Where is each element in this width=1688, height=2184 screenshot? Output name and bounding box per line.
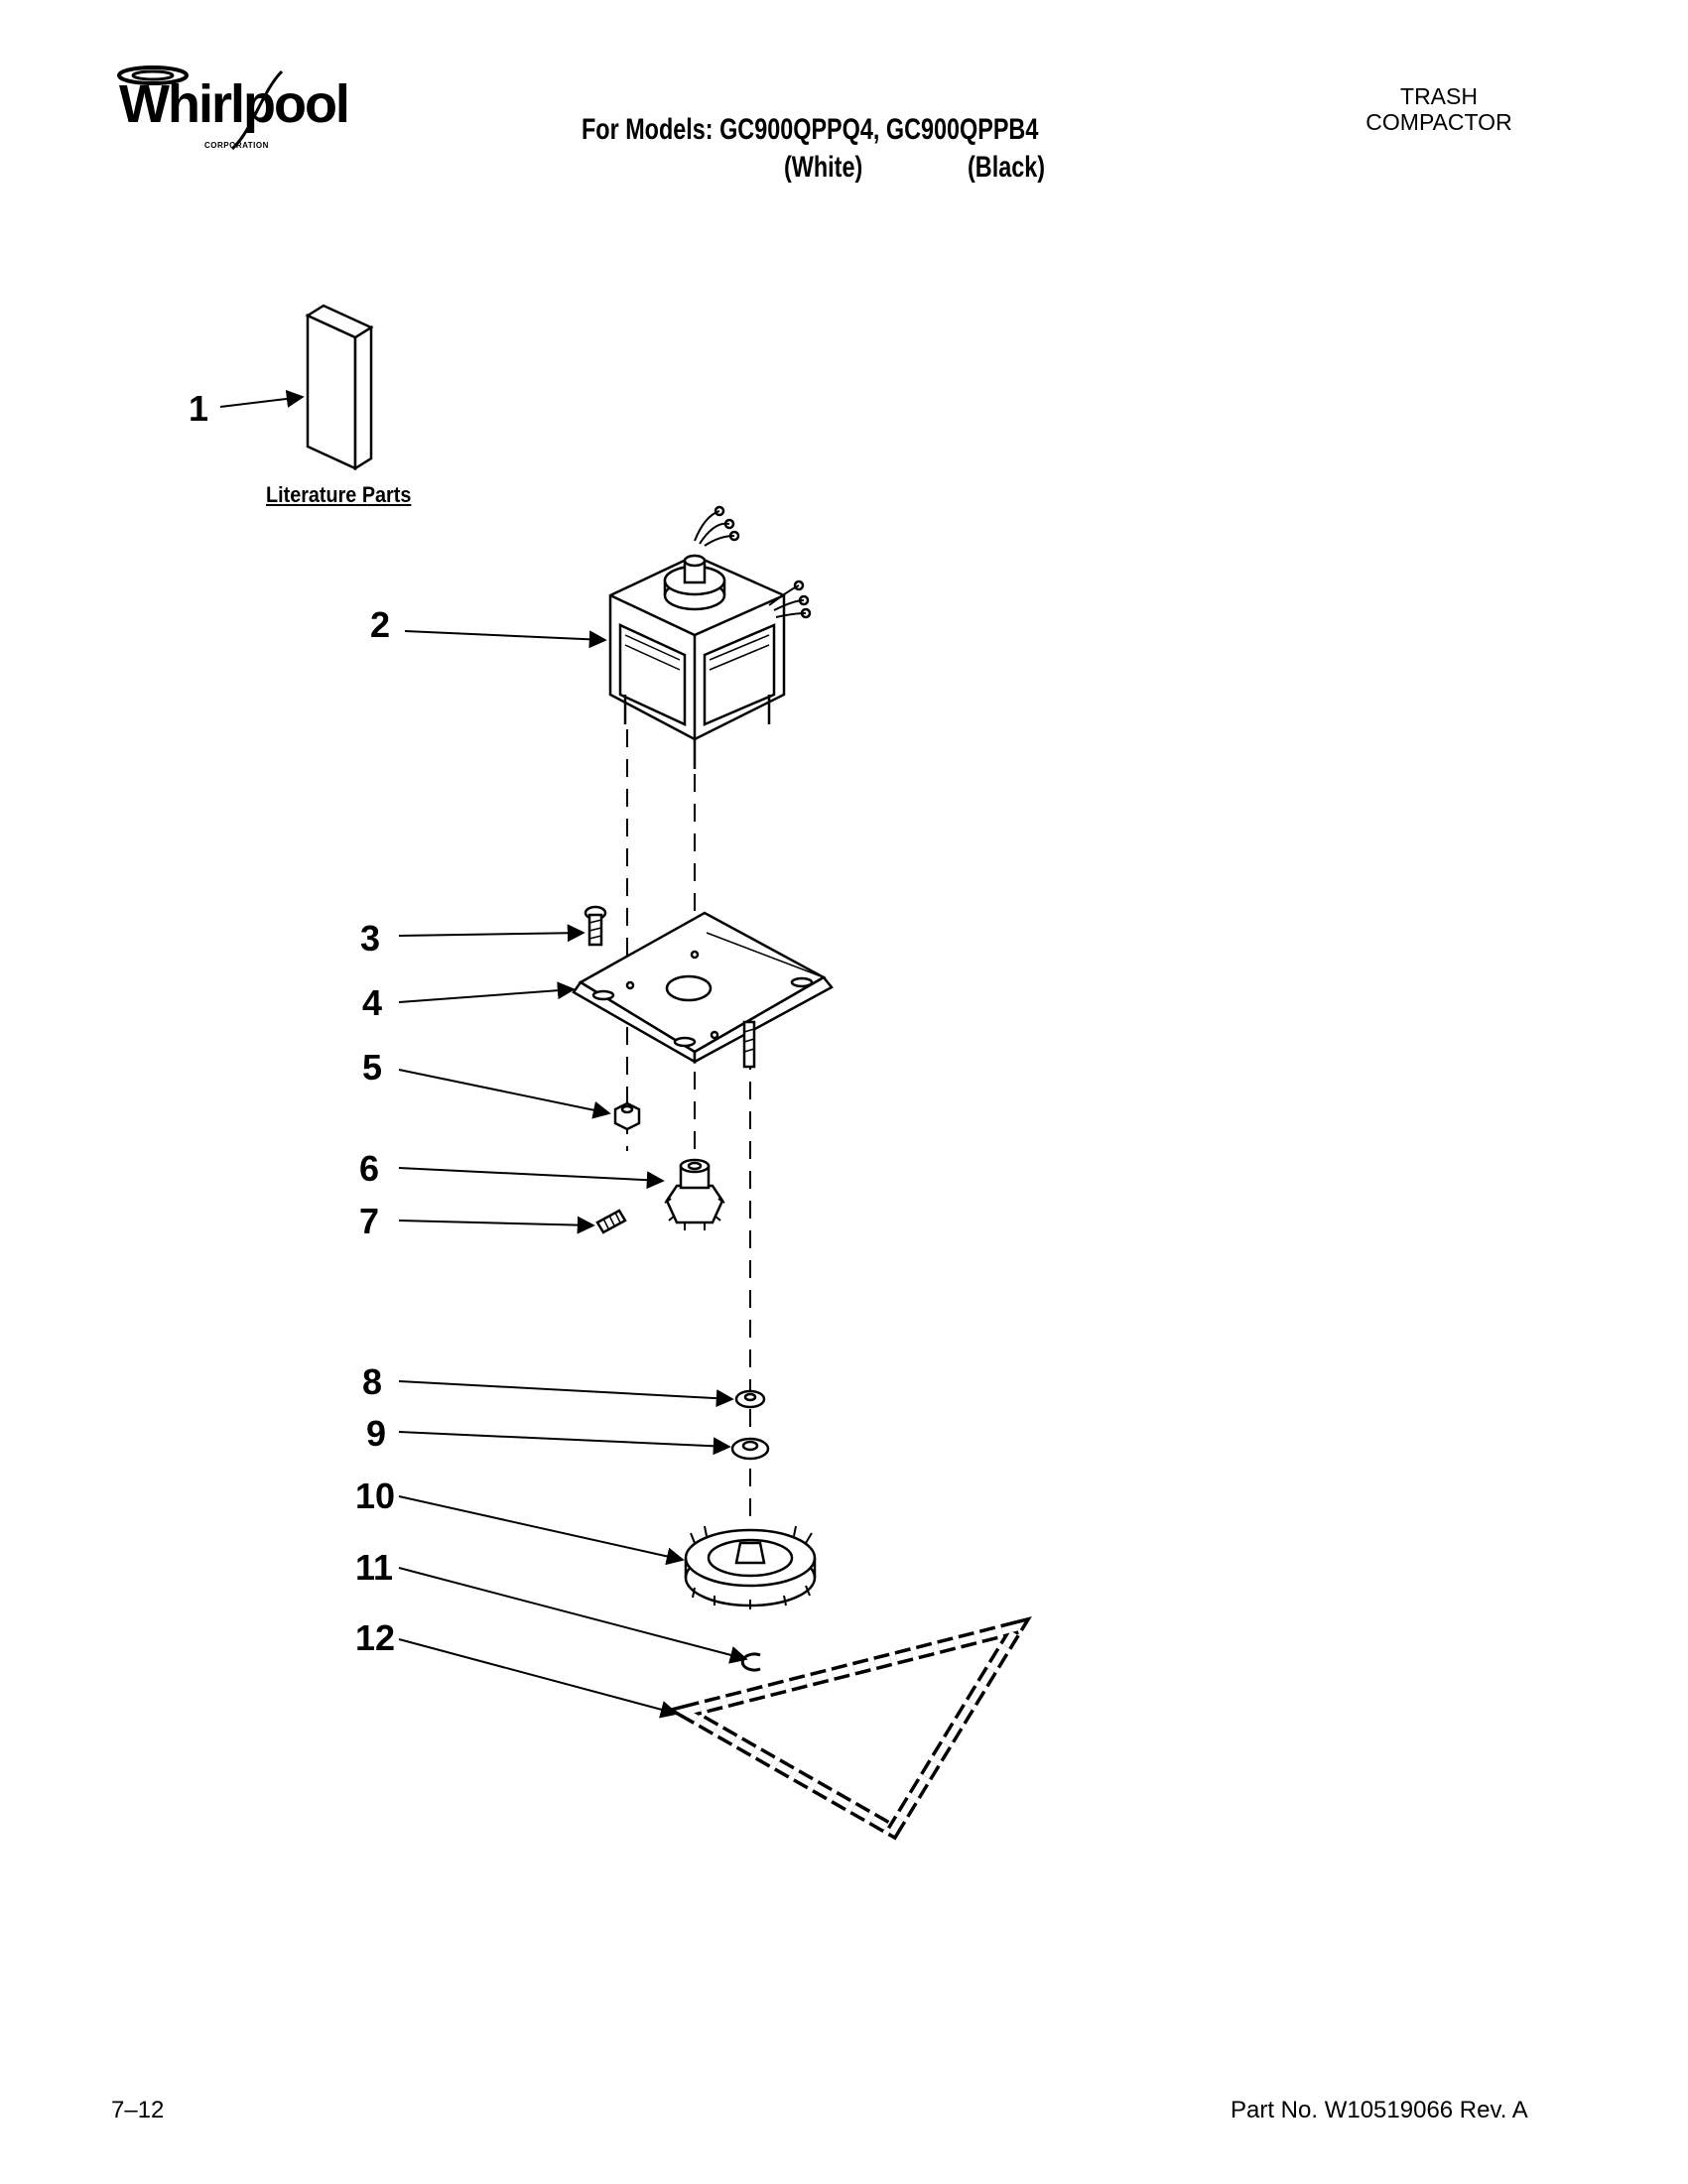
page-number: 7–12 xyxy=(111,2097,165,2123)
callout-12: 12 xyxy=(355,1617,396,1658)
callout-8: 8 xyxy=(362,1361,383,1402)
callout-3: 3 xyxy=(360,918,381,959)
color-white-label: (White) xyxy=(784,151,863,184)
literature-parts-label: Literature Parts xyxy=(266,482,412,507)
screw-part xyxy=(584,905,607,947)
part-number: Part No. W10519066 Rev. A xyxy=(1231,2097,1528,2123)
brand-subtitle: CORPORATION xyxy=(204,141,269,150)
sprocket-part xyxy=(684,1525,817,1609)
chain-part xyxy=(666,1615,1032,1841)
callout-4: 4 xyxy=(362,982,383,1023)
category-line-2: COMPACTOR xyxy=(1365,109,1512,135)
washer-small-part xyxy=(734,1389,766,1409)
logo-swirl-icon xyxy=(117,65,284,151)
set-screw-part xyxy=(595,1209,627,1234)
whirlpool-logo: Whirlpool CORPORATION xyxy=(113,62,381,157)
product-category: TRASH COMPACTOR xyxy=(1350,83,1528,135)
color-black-label: (Black) xyxy=(968,151,1046,184)
washer-large-part xyxy=(730,1437,770,1461)
models-line: For Models: GC900QPPQ4, GC900QPPB4 xyxy=(582,113,1039,146)
category-line-1: TRASH xyxy=(1400,83,1478,109)
nut-part xyxy=(613,1101,641,1131)
callout-9: 9 xyxy=(366,1413,387,1454)
callout-11: 11 xyxy=(355,1547,394,1588)
leader-lines xyxy=(219,390,748,1719)
motor-part xyxy=(608,505,812,769)
mounting-plate-part xyxy=(572,911,834,1069)
callout-5: 5 xyxy=(362,1047,383,1088)
literature-booklet-part xyxy=(305,304,374,471)
callout-1: 1 xyxy=(189,388,209,429)
callout-2: 2 xyxy=(370,604,391,645)
drive-gear-part xyxy=(664,1158,725,1230)
retaining-ring-part xyxy=(740,1652,761,1672)
callout-7: 7 xyxy=(359,1201,380,1241)
callout-10: 10 xyxy=(355,1476,396,1516)
brand-wordmark: Whirlpool xyxy=(119,74,350,134)
callout-6: 6 xyxy=(359,1148,380,1189)
